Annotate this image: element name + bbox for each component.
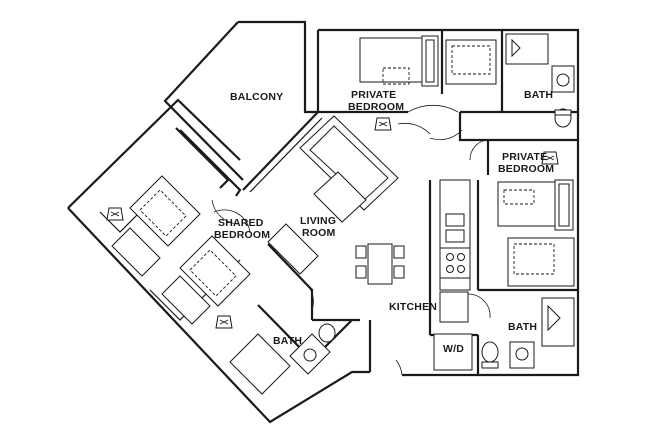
kitchen-label: KITCHEN — [389, 301, 437, 313]
toilet-icon — [318, 323, 336, 343]
desk-lamp-icon — [541, 151, 559, 165]
stove-icon — [439, 247, 471, 279]
desk-lamp-icon — [215, 315, 233, 329]
bath-label: BATH — [508, 321, 537, 333]
bath-label: BATH — [524, 89, 553, 101]
right-bedroom-furniture — [481, 179, 575, 369]
sink-icon — [556, 73, 570, 87]
private-bedroom-label: PRIVATE — [351, 89, 396, 101]
shared-bedroom-label: BEDROOM — [214, 229, 270, 241]
stove-icon — [446, 265, 454, 273]
shower-icon — [541, 297, 575, 347]
shower-icon — [229, 333, 291, 395]
stove-icon — [457, 265, 465, 273]
kitchen-fixtures — [355, 179, 473, 371]
shower-icon — [547, 304, 561, 332]
shared-bedroom-label: SHARED — [218, 217, 264, 229]
shared-bedroom-furniture — [111, 175, 336, 395]
living-room-label: ROOM — [302, 227, 336, 239]
private-bedroom-label: PRIVATE — [502, 151, 547, 163]
toilet-icon — [554, 109, 572, 116]
stove-icon — [446, 253, 454, 261]
private-bedroom-label: BEDROOM — [498, 163, 554, 175]
exterior-walls — [67, 20, 580, 424]
washer-dryer-label: W/D — [443, 343, 464, 355]
balcony-label: BALCONY — [230, 91, 283, 103]
desk-lamp-icon — [106, 207, 124, 221]
sink-icon — [515, 347, 529, 361]
toilet-icon — [481, 361, 499, 369]
top-bedroom-furniture — [359, 33, 575, 128]
private-bedroom-label: BEDROOM — [348, 101, 404, 113]
toilet-icon — [481, 341, 499, 363]
stove-icon — [457, 253, 465, 261]
living-room-furniture — [267, 115, 399, 275]
sink-icon — [303, 348, 317, 362]
washer-dryer — [433, 333, 473, 371]
living-room-label: LIVING — [300, 215, 336, 227]
desk-lamp-icon — [374, 117, 392, 131]
shower-icon — [511, 38, 521, 58]
bath-label: BATH — [273, 335, 302, 347]
door-swings — [211, 104, 491, 376]
